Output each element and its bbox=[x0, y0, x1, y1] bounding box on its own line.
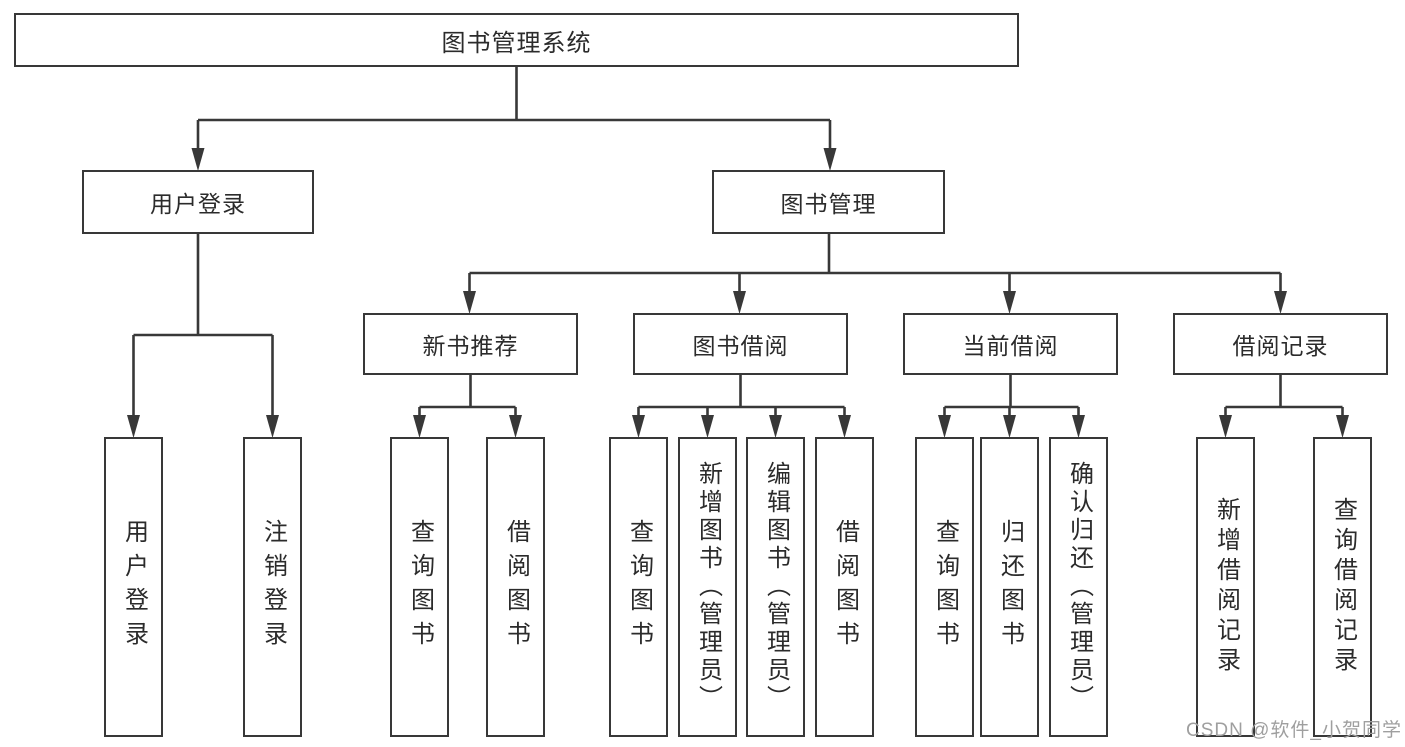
leaf-query-books-recommend: 查询图书 bbox=[390, 437, 449, 737]
node-new-book-recommendation: 新书推荐 bbox=[363, 313, 578, 375]
connector-userlogin-to-leaves bbox=[127, 234, 279, 438]
leaf-logout-label: 注销登录 bbox=[259, 519, 287, 655]
leaf-label: 编辑图书（管理员） bbox=[762, 461, 790, 713]
leaf-edit-books-admin: 编辑图书（管理员） bbox=[746, 437, 805, 737]
leaf-add-borrow-record: 新增借阅记录 bbox=[1196, 437, 1255, 737]
leaf-label: 新增借阅记录 bbox=[1212, 497, 1240, 677]
leaf-borrow-books: 借阅图书 bbox=[815, 437, 874, 737]
node-book-management: 图书管理 bbox=[712, 170, 945, 234]
leaf-user-login: 用户登录 bbox=[104, 437, 163, 737]
connector-records-to-leaves bbox=[1219, 375, 1349, 438]
leaf-label: 归还图书 bbox=[996, 519, 1024, 655]
leaf-label: 新增图书（管理员） bbox=[694, 461, 722, 713]
leaf-user-login-label: 用户登录 bbox=[120, 519, 148, 655]
connector-root-to-level2 bbox=[191, 67, 837, 171]
leaf-query-books-current: 查询图书 bbox=[915, 437, 974, 737]
node-book-borrowing: 图书借阅 bbox=[633, 313, 848, 375]
leaf-query-books-borrowing: 查询图书 bbox=[609, 437, 668, 737]
leaf-query-borrow-record: 查询借阅记录 bbox=[1313, 437, 1372, 737]
leaf-logout: 注销登录 bbox=[243, 437, 302, 737]
leaf-add-books-admin: 新增图书（管理员） bbox=[678, 437, 737, 737]
leaf-return-books: 归还图书 bbox=[980, 437, 1039, 737]
leaf-label: 查询图书 bbox=[931, 519, 959, 655]
connector-newbooks-to-leaves bbox=[413, 375, 522, 438]
connector-bookmgmt-to-level3 bbox=[463, 234, 1287, 314]
node-current-borrowing: 当前借阅 bbox=[903, 313, 1118, 375]
connector-borrowing-to-leaves bbox=[632, 375, 851, 438]
leaf-label: 借阅图书 bbox=[831, 519, 859, 655]
leaf-label: 查询图书 bbox=[625, 519, 653, 655]
node-user-login: 用户登录 bbox=[82, 170, 314, 234]
node-library-management-system: 图书管理系统 bbox=[14, 13, 1019, 67]
connector-current-to-leaves bbox=[938, 375, 1085, 438]
leaf-confirm-return-admin: 确认归还（管理员） bbox=[1049, 437, 1108, 737]
leaf-label: 确认归还（管理员） bbox=[1065, 461, 1093, 713]
leaf-borrow-books-recommend: 借阅图书 bbox=[486, 437, 545, 737]
node-borrowing-records: 借阅记录 bbox=[1173, 313, 1388, 375]
leaf-label: 查询图书 bbox=[406, 519, 434, 655]
watermark: CSDN @软件_小贺同学 bbox=[1186, 720, 1402, 741]
leaf-label: 借阅图书 bbox=[502, 519, 530, 655]
leaf-label: 查询借阅记录 bbox=[1329, 497, 1357, 677]
